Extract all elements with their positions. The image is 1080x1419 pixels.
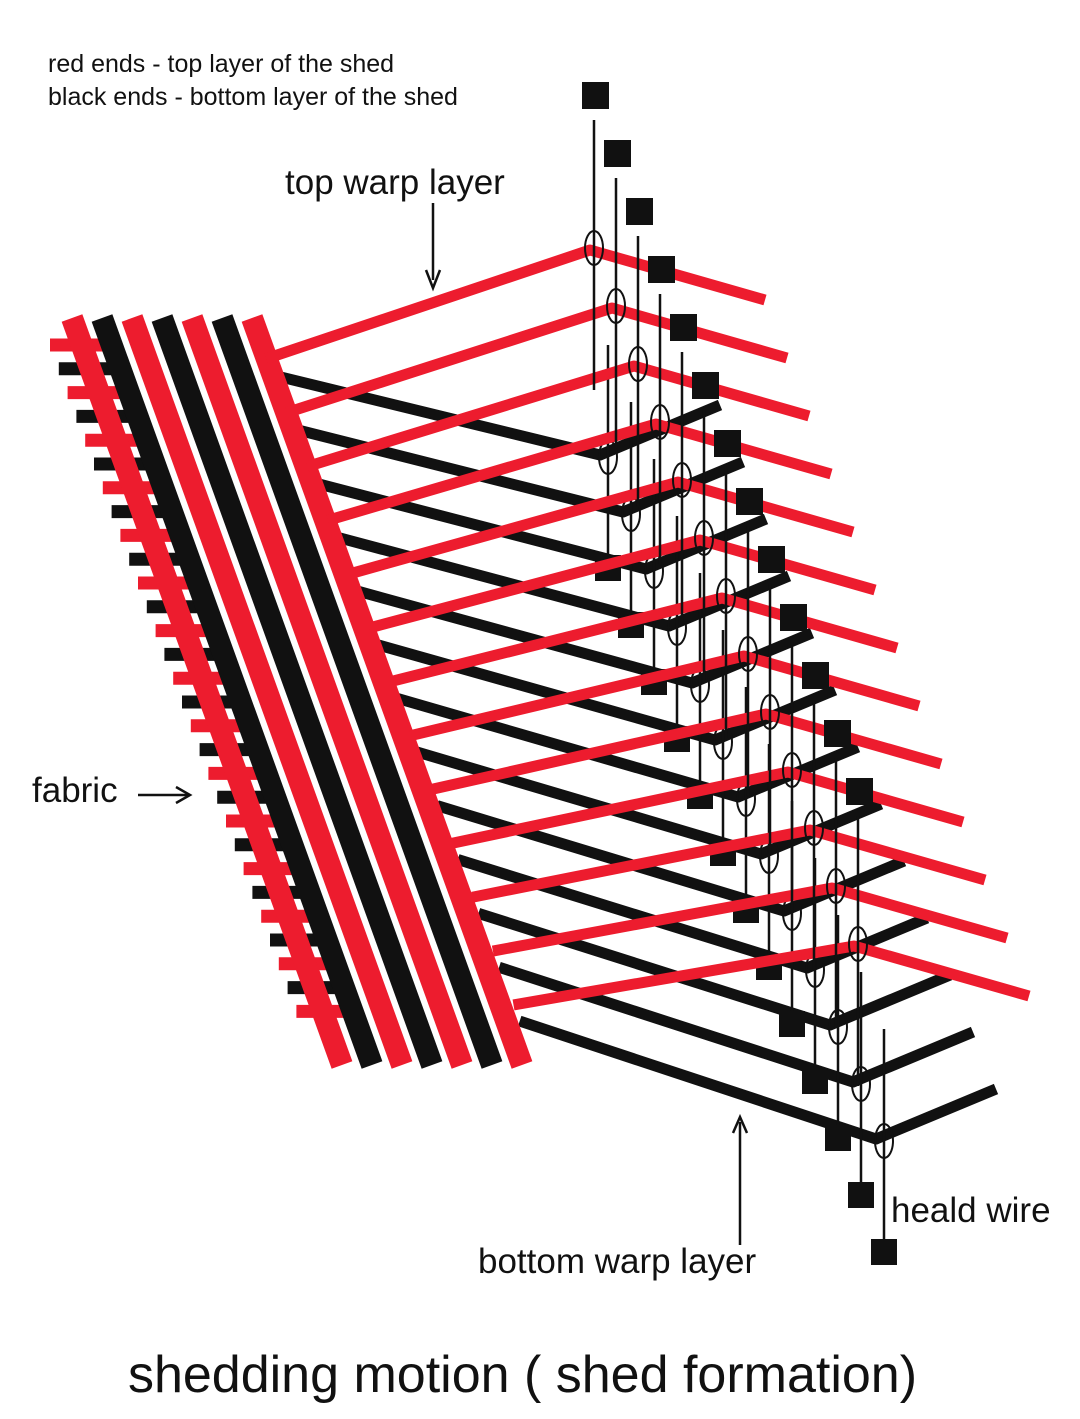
top-warp-end xyxy=(388,592,899,688)
heald-top-weight xyxy=(692,372,719,399)
top-warp-end xyxy=(450,766,965,849)
top-warp-end xyxy=(409,650,921,742)
heald-top-weight xyxy=(780,604,807,631)
bottom-warp-end xyxy=(497,961,976,1088)
heald-eye xyxy=(851,1066,871,1102)
heald-bottom-weight xyxy=(848,1182,874,1208)
heald-eye xyxy=(874,1123,894,1159)
heald-eye xyxy=(826,868,846,904)
top-warp-end xyxy=(491,882,1009,957)
top-warp-end xyxy=(264,244,767,364)
fabric-warp-stripe xyxy=(181,314,473,1069)
heald-top-weight xyxy=(670,314,697,341)
heald-bottom-weight xyxy=(779,1011,805,1037)
label-arrows xyxy=(138,203,749,1245)
top-warp-end xyxy=(367,534,877,634)
top-warp-end xyxy=(347,476,855,580)
heald-top-weight xyxy=(714,430,741,457)
heald-top-weight xyxy=(758,546,785,573)
heald-bottom-weight xyxy=(825,1125,851,1151)
heald-eye xyxy=(672,462,692,498)
top-warp-end xyxy=(326,418,833,526)
heald-eye xyxy=(828,1009,848,1045)
top-warp-end xyxy=(512,940,1031,1011)
bottom-warp-layer-label: bottom warp layer xyxy=(478,1242,757,1281)
fabric-warp-stripe xyxy=(211,314,503,1069)
fabric-warp-stripe xyxy=(241,314,533,1069)
heald-eye xyxy=(694,520,714,556)
top-warp-layer xyxy=(264,244,1031,1011)
top-warp-end xyxy=(305,360,811,472)
heald-eye xyxy=(782,752,802,788)
heald-eye xyxy=(738,636,758,672)
top-warp-arrowhead xyxy=(424,269,442,292)
heald-bottom-weight xyxy=(871,1239,897,1265)
heald-eye xyxy=(716,578,736,614)
fabric-warp-stripe xyxy=(151,314,443,1069)
heald-eye xyxy=(804,810,824,846)
heald-top-weight xyxy=(736,488,763,515)
heald-eye xyxy=(606,288,626,324)
bottom-warp-end xyxy=(517,1015,999,1145)
heald-eye xyxy=(760,694,780,730)
heald-eye xyxy=(848,926,868,962)
top-warp-end xyxy=(471,824,987,903)
top-heald-wires xyxy=(582,82,873,1086)
heald-eye xyxy=(628,346,648,382)
fabric xyxy=(50,314,533,1069)
legend-red-ends: red ends - top layer of the shed xyxy=(48,50,395,78)
fabric-label: fabric xyxy=(32,771,118,810)
top-warp-end xyxy=(285,302,789,418)
top-warp-layer-label: top warp layer xyxy=(285,163,505,202)
heald-wire-label: heald wire xyxy=(891,1191,1051,1230)
heald-eye xyxy=(584,230,604,266)
fabric-warp-stripe xyxy=(61,314,353,1069)
heald-top-weight xyxy=(802,662,829,689)
legend: red ends - top layer of the shed black e… xyxy=(48,48,458,114)
heald-eye xyxy=(650,404,670,440)
fabric-warp-stripe xyxy=(121,314,413,1069)
fabric-warp-stripe xyxy=(91,314,383,1069)
top-warp-end xyxy=(429,708,943,795)
fabric-arrowhead xyxy=(175,785,193,805)
heald-top-weight xyxy=(604,140,631,167)
heald-bottom-weight xyxy=(802,1068,828,1094)
heald-top-weight xyxy=(626,198,653,225)
page-title: shedding motion ( shed formation) xyxy=(127,1346,918,1404)
bottom-warp-arrowhead xyxy=(731,1113,749,1134)
legend-black-ends: black ends - bottom layer of the shed xyxy=(48,83,458,111)
heald-top-weight xyxy=(648,256,675,283)
heald-top-weight xyxy=(824,720,851,747)
heald-top-weight xyxy=(846,778,873,805)
heald-top-weight xyxy=(582,82,609,109)
